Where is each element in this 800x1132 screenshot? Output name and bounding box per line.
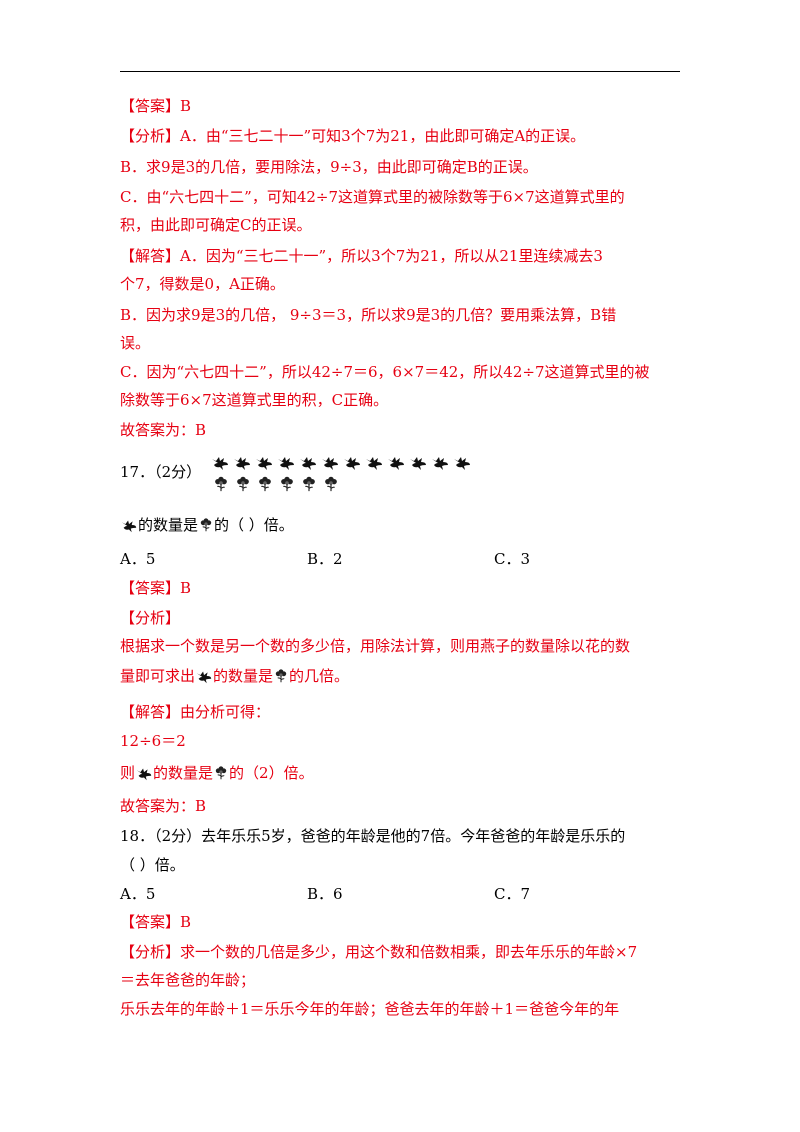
bird-icon: [136, 768, 152, 781]
q17-option-b: B．2: [307, 550, 343, 568]
q18-analysis-line: ＝去年爸爸的年龄；: [120, 971, 256, 989]
q18-analysis-line: 【分析】求一个数的几倍是多少，用这个数和倍数相乘，即去年乐乐的年龄×7: [120, 943, 638, 961]
q18-answer: 【答案】B: [120, 913, 192, 931]
flower-icons: [214, 476, 338, 492]
bird-icon: [196, 671, 212, 684]
q16-solution-line: 个7，得数是0，A正确。: [120, 275, 285, 293]
q17-number: 17．（2分）: [120, 463, 202, 481]
q17-analysis-line2: 量即可求出的数量是的几倍。: [120, 667, 350, 685]
q17-final-answer: 故答案为：B: [120, 797, 207, 815]
q17-analysis-label: 【分析】: [120, 609, 181, 627]
bird-row: [210, 452, 478, 476]
q16-solution-line: 除数等于6×7这道算式里的积，C正确。: [120, 391, 389, 409]
bird-icons: [212, 457, 470, 470]
q16-analysis-line: 积，由此即可确定C的正误。: [120, 216, 312, 234]
header-rule: [120, 71, 680, 72]
q18-option-c: C．7: [494, 885, 531, 903]
q17-question: 的数量是的（ ）倍。: [120, 515, 294, 535]
q17-option-c: C．3: [494, 550, 531, 568]
q16-solution-line: 误。: [120, 334, 151, 352]
q18-analysis-line: 乐乐去年的年龄＋1＝乐乐今年的年龄；爸爸去年的年龄＋1＝爸爸今年的年: [120, 1000, 620, 1018]
q18-question-line: （ ）倍。: [120, 856, 185, 874]
q16-solution-line: C．因为“六七四十二”，所以42÷7＝6，6×7＝42，所以42÷7这道算式里的…: [120, 363, 650, 381]
bird-icon: [121, 520, 137, 533]
q16-analysis-line: 【分析】A．由“三七二十一”可知3个7为21，由此即可确定A的正误。: [120, 127, 586, 145]
q18-question-line: 18．（2分）去年乐乐5岁，爸爸的年龄是他的7倍。今年爸爸的年龄是乐乐的: [120, 827, 626, 845]
q18-option-a: A．5: [120, 885, 156, 903]
q17-solution-label: 【解答】由分析可得：: [120, 703, 271, 721]
flower-icon: [275, 668, 287, 683]
q16-solution-line: B．因为求9是3的几倍， 9÷3＝3，所以求9是3的几倍？要用乘法算，B错: [120, 306, 617, 324]
q17-conclusion: 则的数量是的（2）倍。: [120, 764, 314, 782]
q16-solution-line: 【解答】A．因为“三七二十一”，所以3个7为21，所以从21里连续减去3: [120, 247, 603, 265]
q17-analysis-line: 根据求一个数是另一个数的多少倍，用除法计算，则用燕子的数量除以花的数: [120, 637, 631, 655]
q17-answer: 【答案】B: [120, 579, 192, 597]
flower-row: [212, 474, 342, 498]
flower-icon: [215, 765, 227, 780]
q17-equation: 12÷6＝2: [120, 732, 186, 750]
flower-icon: [200, 517, 212, 532]
q17-option-a: A．5: [120, 550, 156, 568]
q16-analysis-line: C．由“六七四十二”，可知42÷7这道算式里的被除数等于6×7这道算式里的: [120, 188, 625, 206]
q16-answer: 【答案】B: [120, 97, 192, 115]
q16-final-answer: 故答案为：B: [120, 421, 207, 439]
q16-analysis-line: B．求9是3的几倍，要用除法，9÷3，由此即可确定B的正误。: [120, 158, 538, 176]
q18-option-b: B．6: [307, 885, 343, 903]
